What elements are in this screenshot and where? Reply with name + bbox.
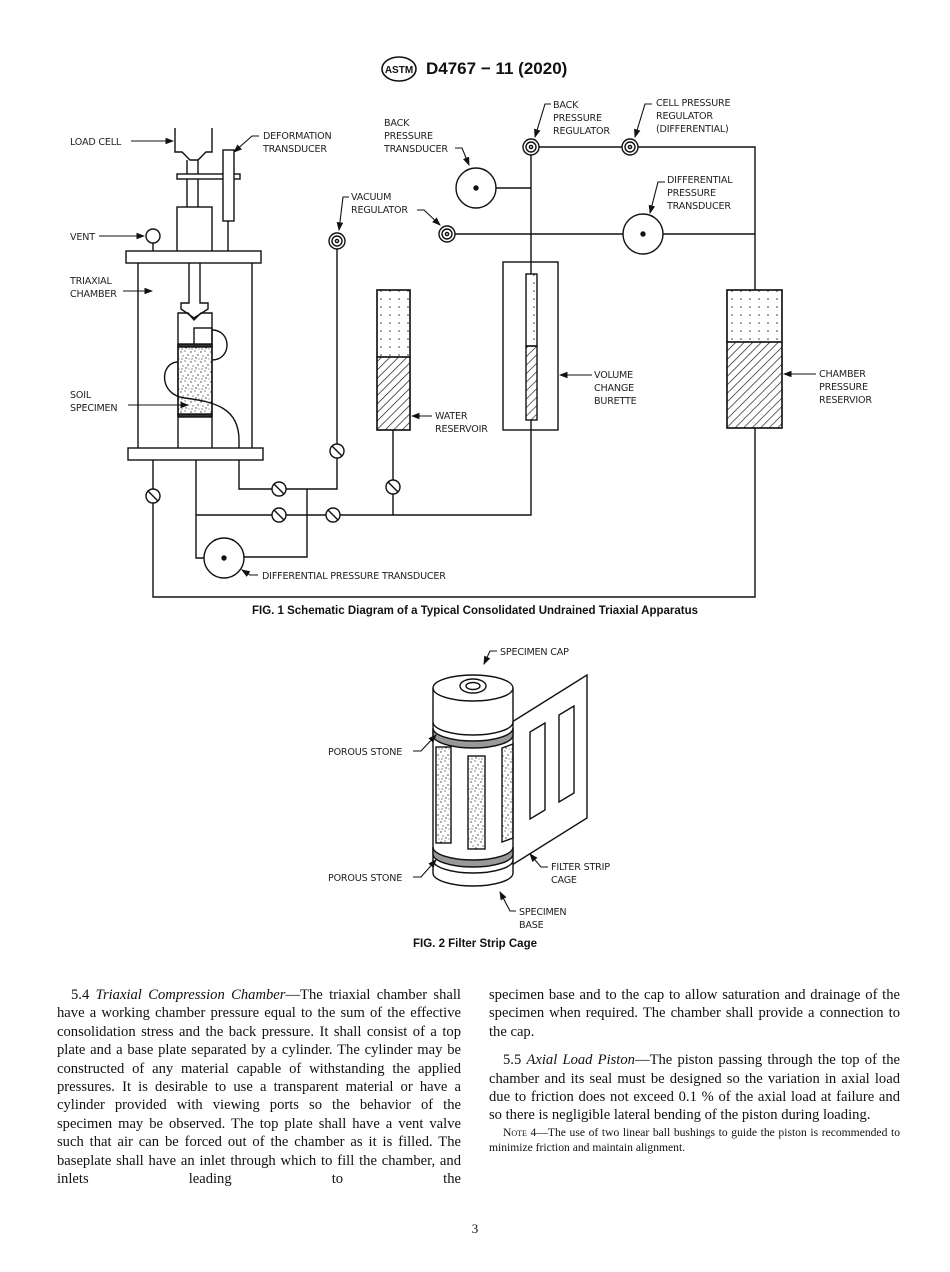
section-title: Triaxial Compression Chamber (95, 987, 286, 1003)
section-text: —The piston passing through the top of t… (489, 1052, 900, 1124)
figure-2-leaders (413, 650, 548, 912)
label-load-cell: LOAD CELL (70, 137, 122, 148)
valves (145, 443, 401, 523)
note-4: Note 4—The use of two linear ball bushin… (489, 1125, 900, 1155)
top-plate (125, 250, 262, 264)
specimen-cap-port (193, 327, 213, 346)
section-5-4: 5.4 Triaxial Compression Chamber—The tri… (57, 986, 461, 1188)
figure-1-caption: FIG. 1 Schematic Diagram of a Typical Co… (252, 605, 698, 617)
label-differential-pressure-transducer-bottom: DIFFERENTIAL PRESSURE TRANSDUCER (262, 571, 446, 582)
section-title: Axial Load Piston (526, 1052, 635, 1069)
note-label: Note 4 (503, 1125, 537, 1139)
load-shaft (186, 160, 199, 207)
section-number: 5.4 (71, 987, 90, 1003)
figure-2-labels: SPECIMEN CAP POROUS STONE POROUS STONE F… (328, 647, 610, 950)
label-vent: VENT (70, 232, 95, 243)
vacuum-regulator-1 (328, 232, 346, 250)
cell-pressure-regulator (621, 138, 639, 156)
specimen-cap-top (432, 674, 514, 702)
filter-strip-1 (435, 746, 452, 844)
vent-valve (145, 228, 161, 244)
document-designation: D4767 − 11 (2020) (426, 59, 568, 78)
vacuum-regulator-2 (438, 225, 456, 243)
piston-housing (176, 206, 213, 253)
base-plate (127, 447, 264, 461)
deformation-transducer (222, 149, 235, 222)
section-number: 5.5 (503, 1052, 522, 1069)
astm-logo-icon: ASTM (381, 56, 417, 82)
section-text: —The triaxial chamber shall have a worki… (57, 987, 461, 1188)
note-text: —The use of two linear ball bushings to … (489, 1125, 900, 1154)
figure-1-schematic (125, 128, 783, 598)
figure-2-filter-strip-cage (432, 673, 588, 887)
back-pressure-regulator (522, 138, 540, 156)
porous-stone-bottom-band (432, 846, 514, 868)
specimen-cap (177, 312, 213, 448)
porous-stone-bottom (177, 413, 213, 418)
filter-slot-2 (558, 704, 575, 804)
volume-change-burette (502, 261, 559, 431)
porous-stone-top-band (432, 727, 514, 749)
svg-text:ASTM: ASTM (385, 65, 413, 76)
page-number: 3 (471, 1221, 479, 1236)
crossbar (176, 173, 241, 180)
label-porous-stone-bottom: POROUS STONE (328, 873, 402, 884)
label-specimen-cap: SPECIMEN CAP (500, 647, 569, 658)
porous-stone-top (177, 343, 213, 348)
text-column-right: specimen base and to the cap to allow sa… (489, 986, 900, 1155)
piston (180, 263, 209, 319)
filter-strip-panel (511, 673, 588, 867)
figure-1-leaders (99, 103, 816, 577)
filter-strip-3 (501, 743, 514, 843)
label-porous-stone-top: POROUS STONE (328, 747, 402, 758)
section-5-4-continued: specimen base and to the cap to allow sa… (489, 987, 900, 1040)
text-column-left: 5.4 Triaxial Compression Chamber—The tri… (57, 986, 461, 1188)
filter-slot-1 (529, 721, 546, 821)
drainage-line-bottom (163, 361, 272, 490)
load-cell (174, 128, 213, 161)
figure-2-caption: FIG. 2 Filter Strip Cage (413, 938, 537, 950)
filter-strip-2 (467, 755, 486, 850)
drainage-line-top (211, 329, 228, 361)
section-5-5: 5.5 Axial Load Piston—The piston passing… (489, 1051, 900, 1125)
page-header: ASTM D4767 − 11 (2020) (380, 56, 567, 82)
